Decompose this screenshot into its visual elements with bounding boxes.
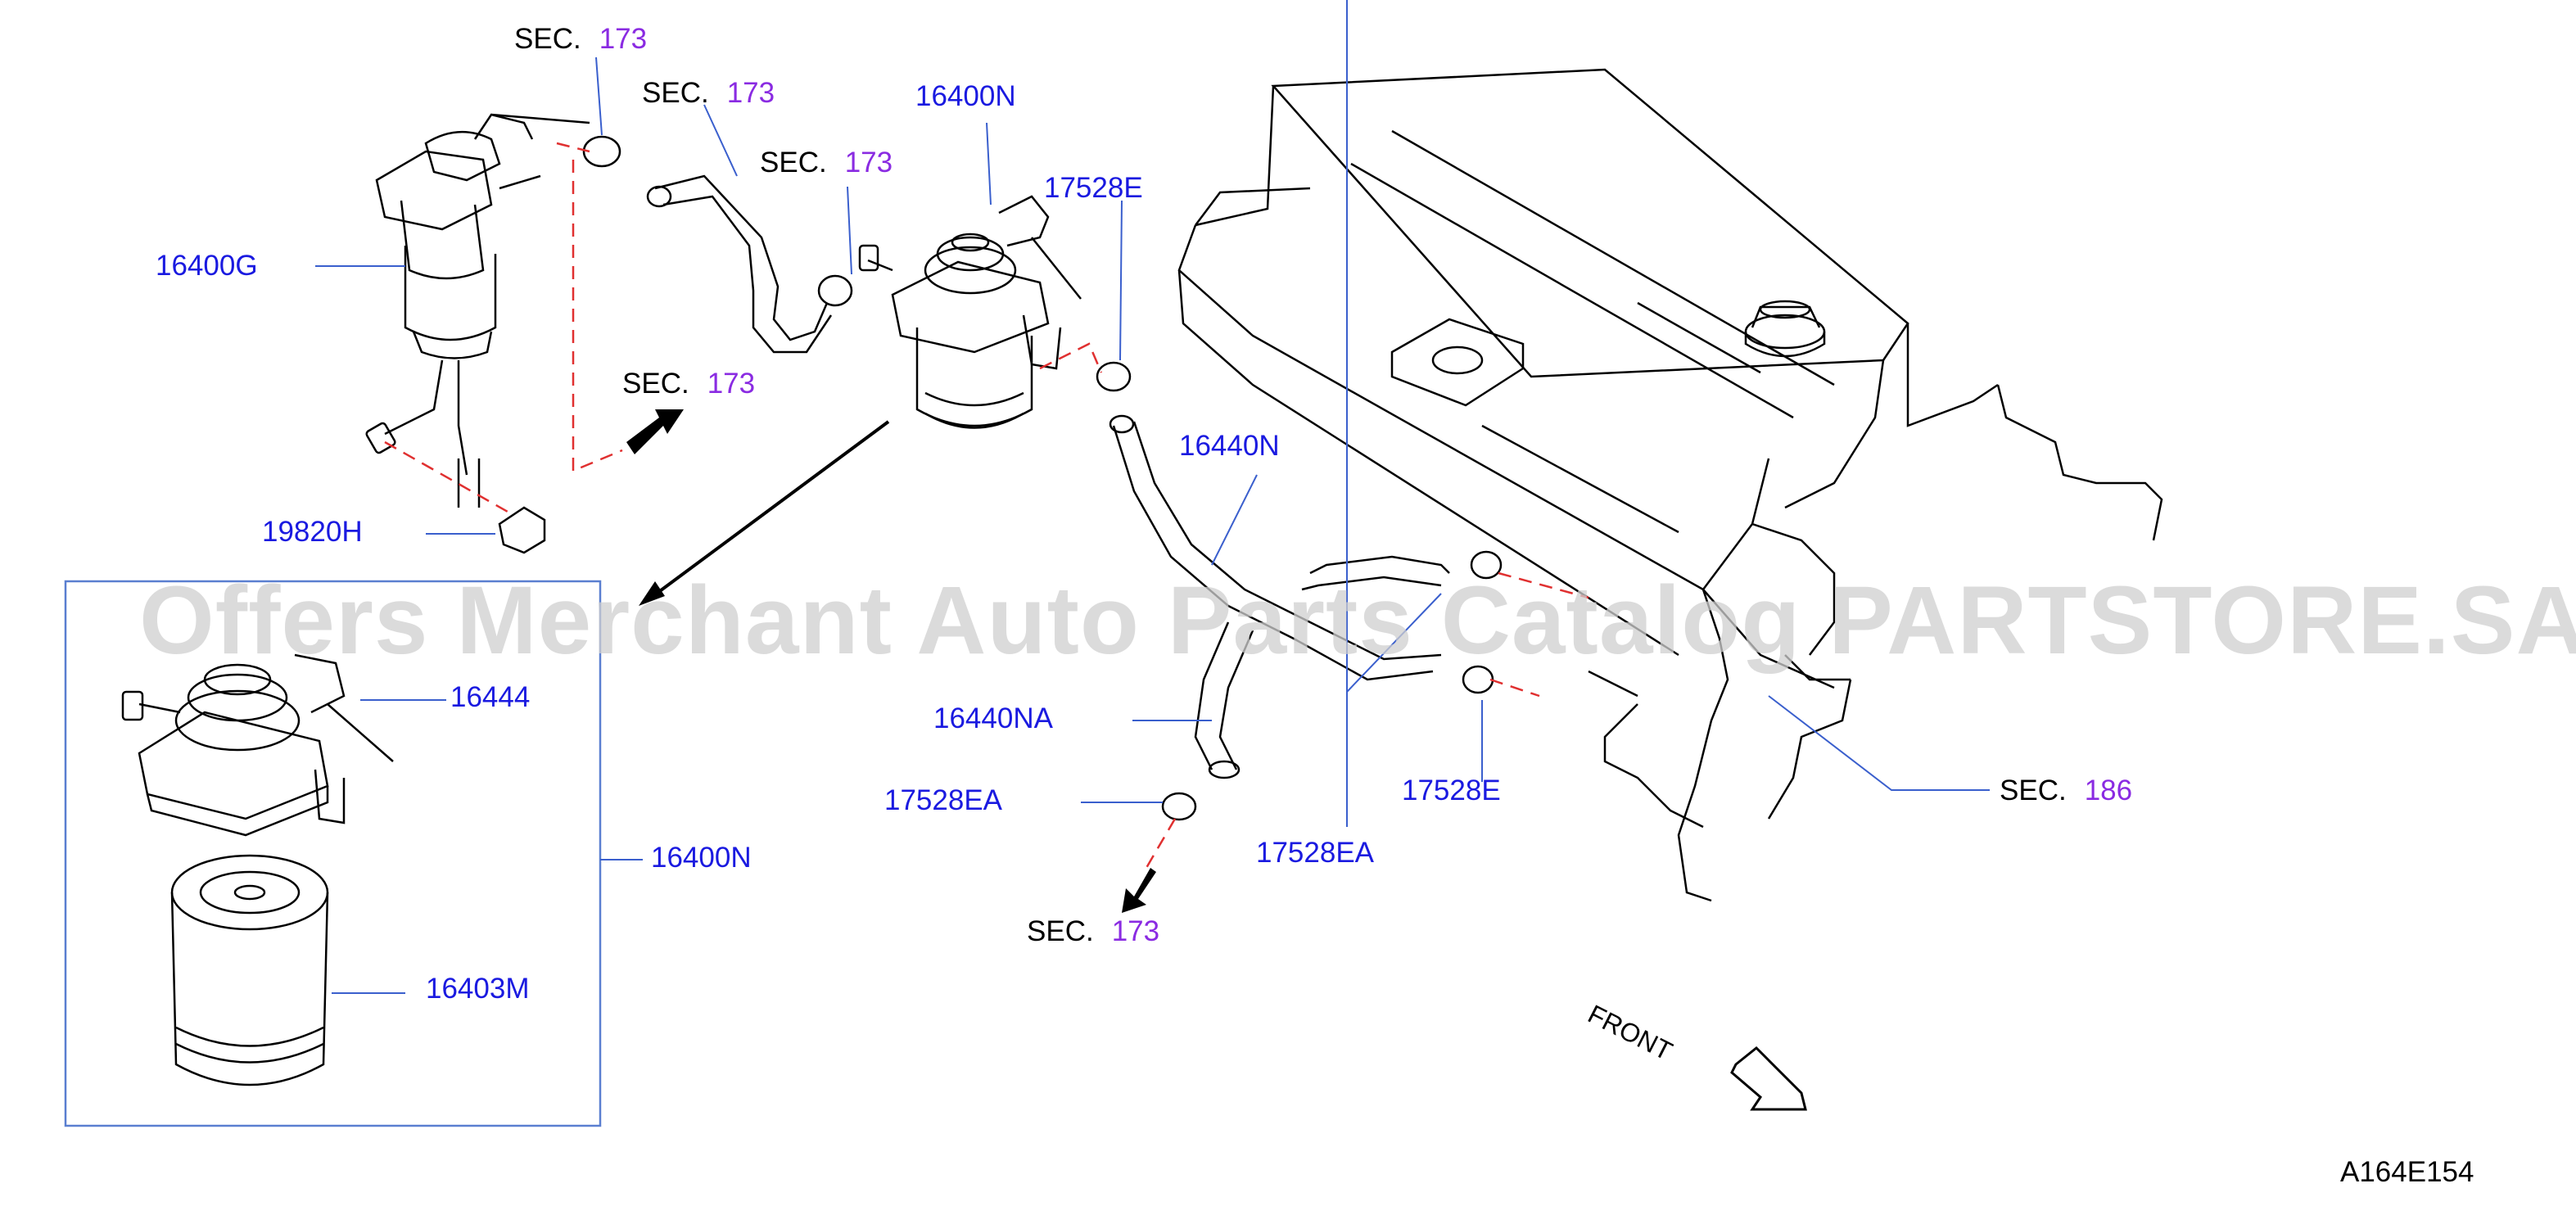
section-number: 173 [726, 77, 775, 109]
part-16400G[interactable]: 16400G [156, 250, 258, 282]
reference-dashed-lines [384, 142, 1589, 869]
section-prefix: SEC. [1027, 915, 1094, 947]
section-prefix: SEC. [2000, 775, 2067, 806]
fuel-hose-16440N [1109, 414, 1450, 779]
section-number: 186 [2084, 775, 2133, 806]
arrow-to-assembly [649, 420, 890, 599]
part-16444[interactable]: 16444 [450, 681, 531, 713]
direction-arrows [626, 409, 1807, 1111]
section-ref-mid[interactable]: SEC. 173 [760, 148, 893, 177]
engine-illustration [1177, 68, 2163, 902]
section-ref-bottom[interactable]: SEC. 173 [1027, 917, 1159, 946]
fuel-filter-16400G [365, 113, 590, 508]
section-prefix: SEC. [622, 368, 689, 400]
part-16440N[interactable]: 16440N [1179, 430, 1280, 462]
section-number: 173 [707, 368, 756, 400]
leader-lines [315, 0, 1990, 994]
part-17528EA-mid[interactable]: 17528EA [1256, 837, 1375, 869]
section-number: 173 [844, 147, 893, 178]
section-number: 173 [599, 23, 648, 55]
part-17528EA-left[interactable]: 17528EA [884, 784, 1003, 816]
assembly-box-16400N [64, 580, 602, 1127]
oil-filler-cap [1744, 300, 1826, 358]
section-ref-top[interactable]: SEC. 173 [514, 25, 647, 53]
watermark-text: Offers Merchant Auto Parts Catalog PARTS… [139, 567, 2576, 675]
front-arrow [1730, 1046, 1807, 1111]
arrow-down-sec-173 [1122, 868, 1156, 913]
figure-code: A164E154 [2340, 1156, 2474, 1188]
fuel-hose-upper [646, 174, 833, 354]
section-ref-arrow[interactable]: SEC. 173 [622, 369, 755, 398]
part-17528E-top[interactable]: 17528E [1044, 172, 1143, 204]
section-prefix: SEC. [642, 77, 709, 109]
section-prefix: SEC. [760, 147, 827, 178]
engine-plate [1390, 318, 1525, 407]
section-ref-hose[interactable]: SEC. 173 [642, 79, 775, 107]
part-16400N-top[interactable]: 16400N [915, 80, 1016, 112]
connector-19820H [498, 506, 546, 554]
arrow-to-sec-173 [626, 409, 684, 454]
fuel-filter-element-16403M [170, 854, 329, 1086]
part-16440NA[interactable]: 16440NA [933, 702, 1053, 734]
hose-clamps [582, 135, 1503, 821]
part-19820H[interactable]: 19820H [262, 516, 363, 548]
part-17528E-right[interactable]: 17528E [1402, 775, 1501, 806]
fuel-pump-head-16444 [121, 653, 394, 837]
section-prefix: SEC. [514, 23, 581, 55]
part-16400N-box[interactable]: 16400N [651, 842, 752, 874]
section-ref-engine[interactable]: SEC. 186 [2000, 776, 2132, 805]
part-16403M[interactable]: 16403M [426, 973, 530, 1005]
section-number: 173 [1111, 915, 1160, 947]
fuel-filter-16400N [858, 195, 1082, 429]
